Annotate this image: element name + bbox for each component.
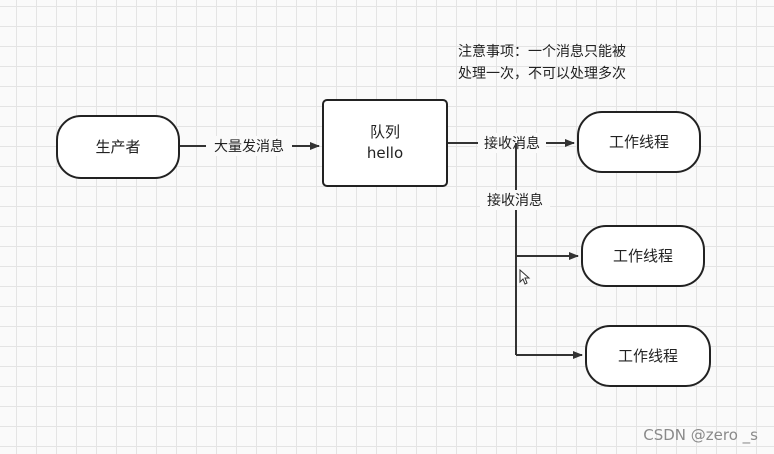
- edge-label-bg-send: [206, 136, 292, 156]
- edge-label-send: 大量发消息: [214, 138, 284, 155]
- edge-label-receive-2: 接收消息: [487, 192, 543, 209]
- queue-node: 队列 hello: [322, 99, 448, 187]
- queue-label-line-2: hello: [367, 144, 403, 162]
- queue-label-line-1: 队列: [370, 123, 400, 141]
- producer-label: 生产者: [95, 138, 140, 156]
- worker-2-label: 工作线程: [613, 247, 673, 265]
- producer-node: 生产者: [56, 115, 180, 179]
- edge-label-receive-1: 接收消息: [484, 135, 540, 152]
- worker-2-shape: [581, 225, 705, 287]
- edge-label-bg-receive-2: [480, 190, 550, 210]
- mouse-cursor-icon: [519, 268, 531, 285]
- watermark: CSDN @zero _s: [643, 426, 758, 445]
- worker-node-1: 工作线程: [577, 111, 701, 173]
- worker-3-label: 工作线程: [618, 347, 678, 365]
- note-line-1: 注意事项：一个消息只能被: [458, 43, 626, 60]
- producer-shape: [56, 115, 180, 179]
- worker-node-2: 工作线程: [581, 225, 705, 287]
- worker-node-3: 工作线程: [585, 325, 711, 387]
- edge-label-bg-receive-1: [478, 133, 546, 153]
- worker-1-label: 工作线程: [609, 133, 669, 151]
- queue-shape: [322, 99, 448, 187]
- worker-1-shape: [577, 111, 701, 173]
- worker-3-shape: [585, 325, 711, 387]
- note-line-2: 处理一次，不可以处理多次: [458, 65, 626, 82]
